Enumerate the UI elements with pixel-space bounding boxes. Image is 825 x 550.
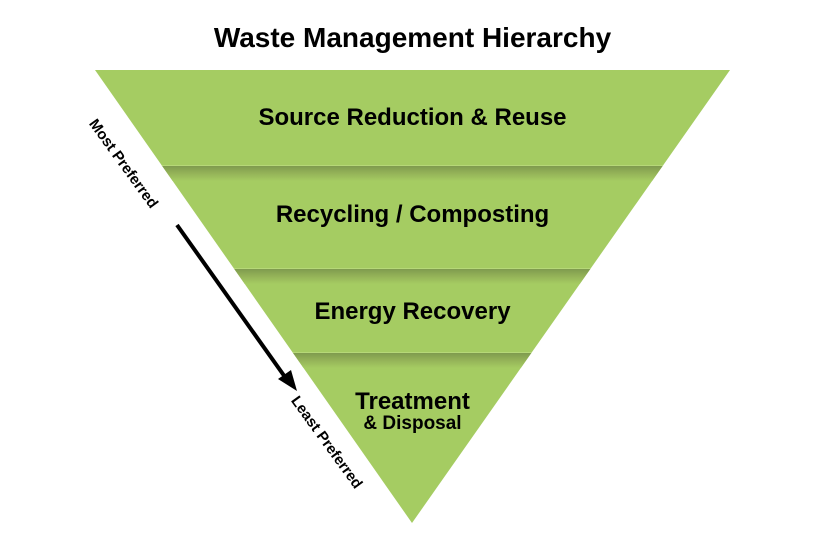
tier-label-source-reduction-reuse: Source Reduction & Reuse [258,104,567,131]
tier-divider-3 [95,352,730,368]
tier-divider-1 [95,165,730,181]
tier-label-energy-recovery: Energy Recovery [314,298,511,325]
tier-label-treatment-disposal: Treatment & Disposal [0,389,825,434]
tier-sublabel-disposal: & Disposal [363,413,462,435]
tier-label-treatment: Treatment [355,388,470,415]
page-title: Waste Management Hierarchy [213,22,612,53]
arrowhead-icon [278,370,297,391]
tier-label-recycling-composting: Recycling / Composting [275,201,550,228]
tier-divider-2 [95,268,730,284]
